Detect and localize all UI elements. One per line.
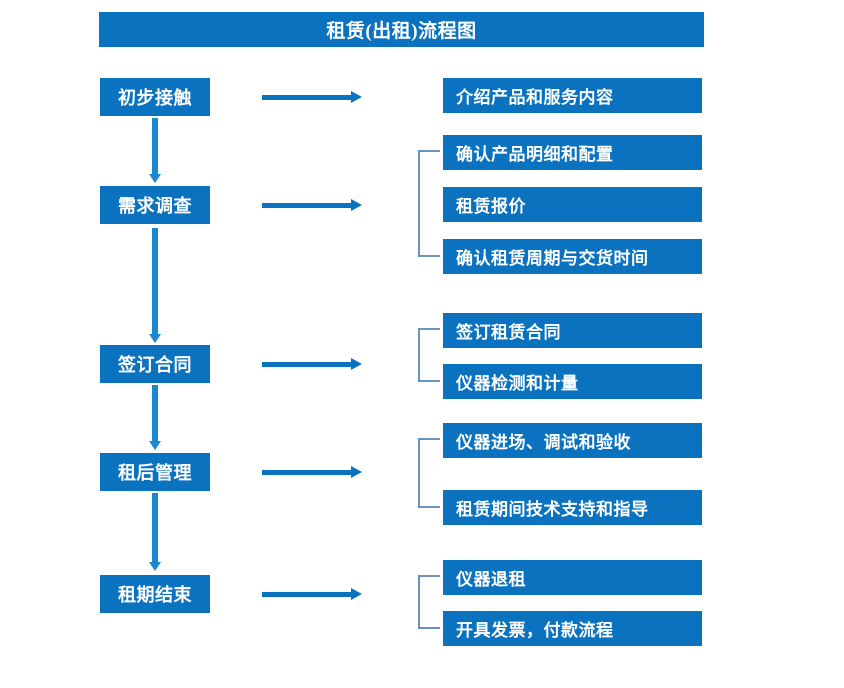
bracket-group-4 xyxy=(418,438,440,508)
stage-box-2[interactable]: 需求调查 xyxy=(100,186,210,224)
bracket-group-2 xyxy=(418,150,440,257)
stage-box-1[interactable]: 初步接触 xyxy=(100,78,210,116)
arrow-head-right-icon xyxy=(351,199,362,211)
arrow-head-down-icon xyxy=(149,174,161,183)
arrow-shaft xyxy=(152,228,158,334)
detail-box-6[interactable]: 仪器检测和计量 xyxy=(443,364,702,399)
arrow-to-details-1 xyxy=(262,91,362,103)
arrow-stage2-stage3 xyxy=(149,228,161,343)
detail-box-2[interactable]: 确认产品明细和配置 xyxy=(443,135,702,170)
arrow-to-details-4 xyxy=(262,466,362,478)
stage-box-4[interactable]: 租后管理 xyxy=(100,453,210,491)
arrow-to-details-3 xyxy=(262,358,362,370)
detail-box-9[interactable]: 仪器退租 xyxy=(443,560,702,595)
arrow-head-right-icon xyxy=(351,91,362,103)
arrow-shaft xyxy=(262,592,352,597)
flowchart-title: 租赁(出租)流程图 xyxy=(99,12,704,47)
arrow-shaft xyxy=(262,470,352,475)
arrow-head-right-icon xyxy=(351,466,362,478)
arrow-head-right-icon xyxy=(351,588,362,600)
arrow-head-down-icon xyxy=(149,334,161,343)
arrow-shaft xyxy=(152,493,158,562)
arrow-head-down-icon xyxy=(149,441,161,450)
detail-box-8[interactable]: 租赁期间技术支持和指导 xyxy=(443,490,702,525)
arrow-head-down-icon xyxy=(149,562,161,571)
arrow-shaft xyxy=(152,118,158,174)
arrow-head-right-icon xyxy=(351,358,362,370)
detail-box-4[interactable]: 确认租赁周期与交货时间 xyxy=(443,239,702,274)
arrow-to-details-2 xyxy=(262,199,362,211)
arrow-shaft xyxy=(262,95,352,100)
detail-box-3[interactable]: 租赁报价 xyxy=(443,187,702,222)
arrow-shaft xyxy=(262,203,352,208)
arrow-stage1-stage2 xyxy=(149,118,161,183)
detail-box-5[interactable]: 签订租赁合同 xyxy=(443,313,702,348)
stage-box-5[interactable]: 租期结束 xyxy=(100,575,210,613)
arrow-stage3-stage4 xyxy=(149,385,161,450)
arrow-stage4-stage5 xyxy=(149,493,161,571)
arrow-to-details-5 xyxy=(262,588,362,600)
arrow-shaft xyxy=(262,362,352,367)
arrow-shaft xyxy=(152,385,158,441)
detail-box-7[interactable]: 仪器进场、调试和验收 xyxy=(443,423,702,458)
detail-box-1[interactable]: 介绍产品和服务内容 xyxy=(443,78,702,113)
stage-box-3[interactable]: 签订合同 xyxy=(100,345,210,383)
detail-box-10[interactable]: 开具发票，付款流程 xyxy=(443,611,702,646)
bracket-group-5 xyxy=(418,575,440,629)
bracket-group-3 xyxy=(418,328,440,382)
